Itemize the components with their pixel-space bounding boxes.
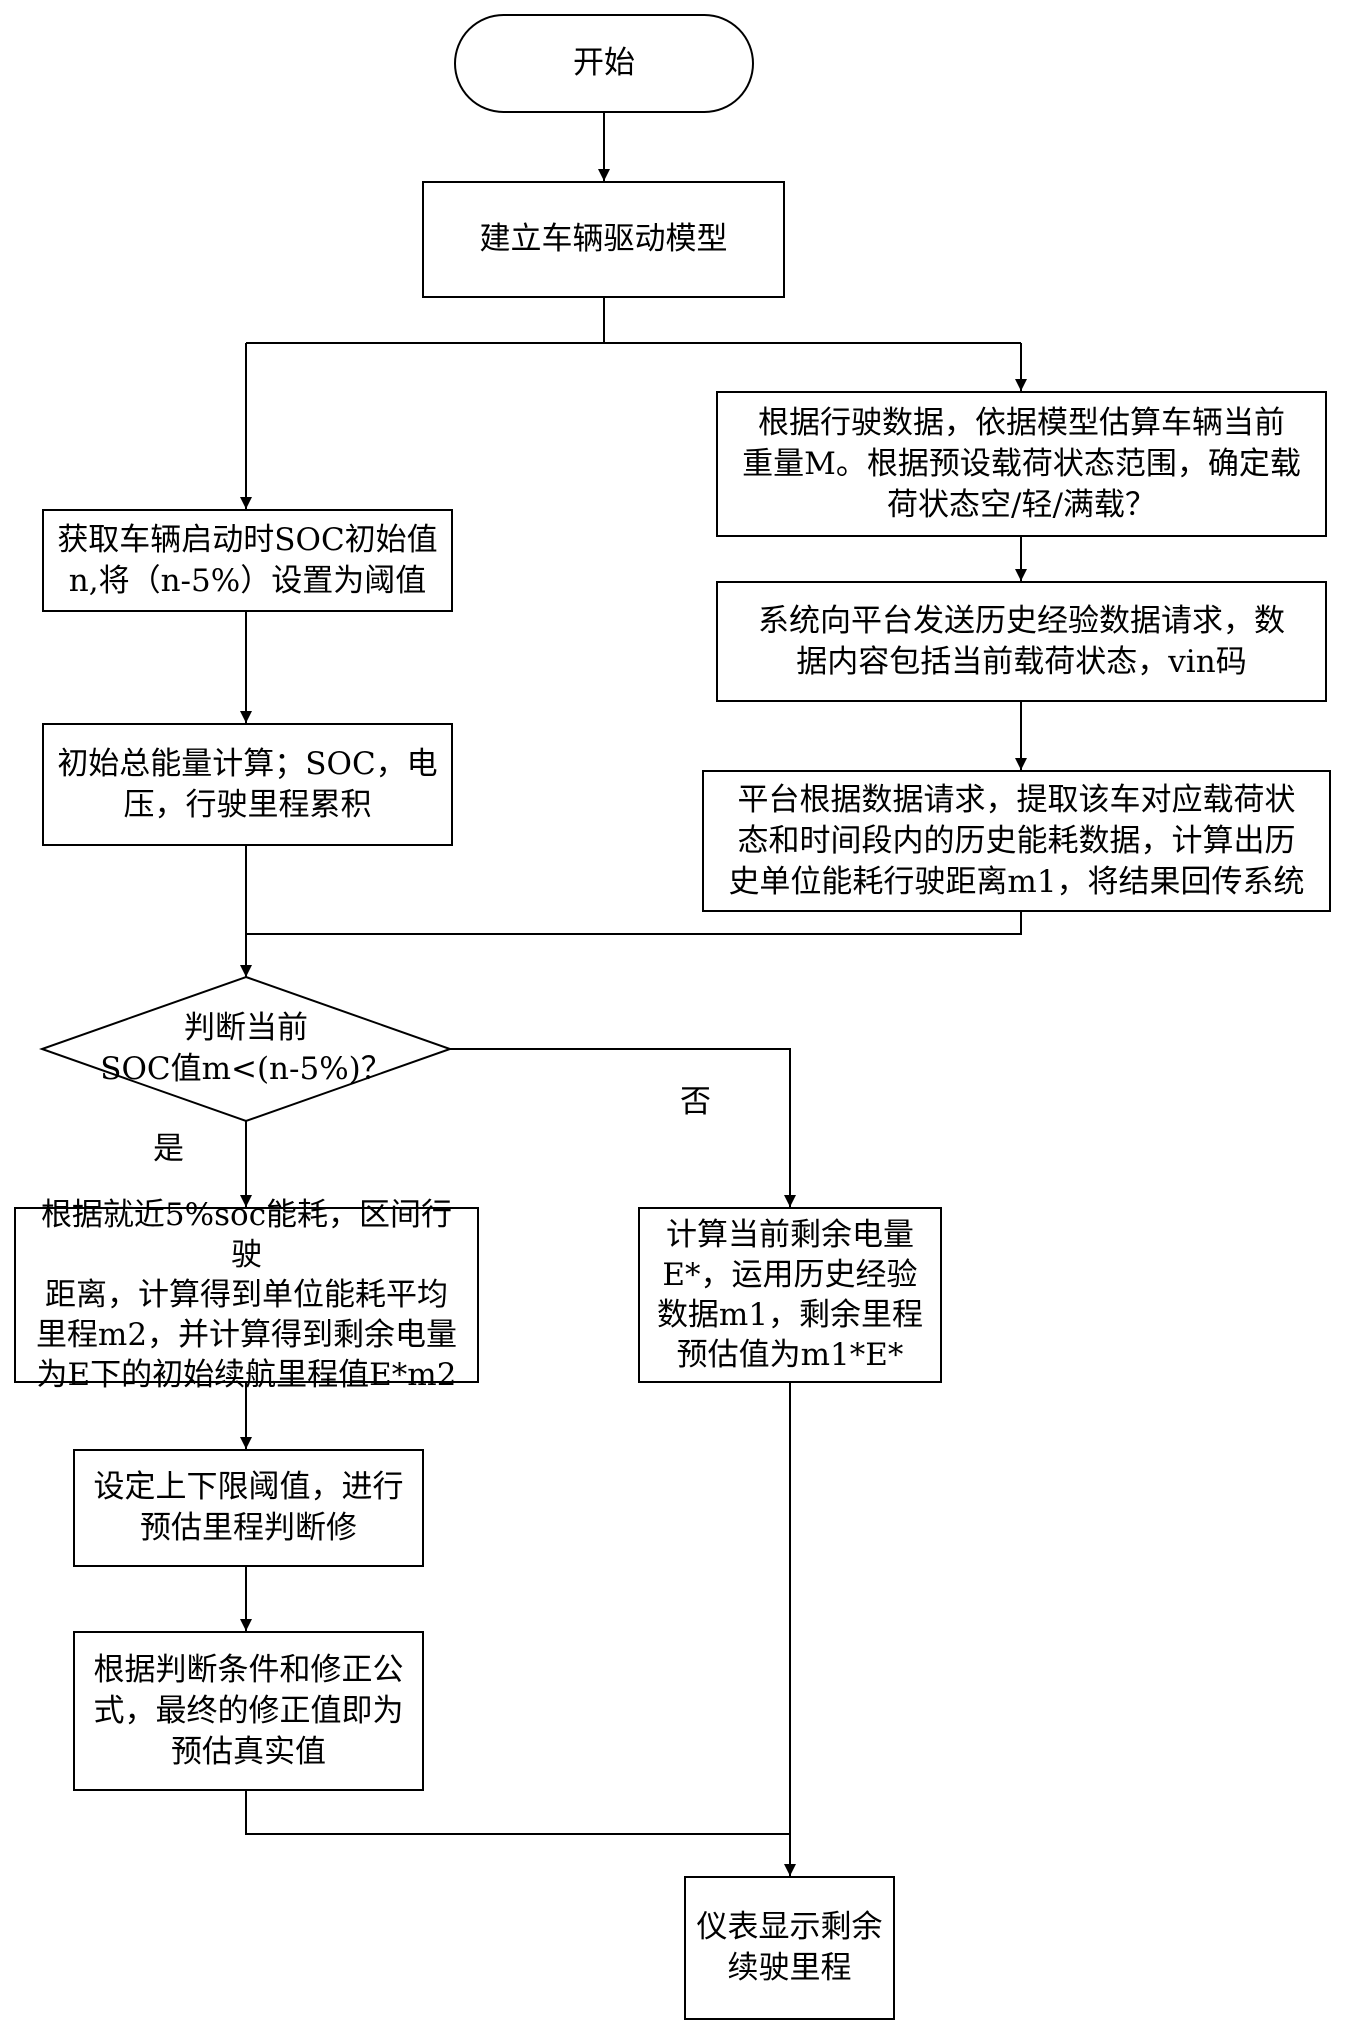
text-line: 初始总能量计算；SOC，电: [57, 745, 438, 782]
text-line: 仪表显示剩余: [696, 1909, 883, 1945]
text-line: 根据行驶数据，依据模型估算车辆当前: [758, 404, 1285, 441]
text-line: 为E下的初始续航里程值E*m2: [36, 1357, 457, 1393]
text-line: 式，最终的修正值即为: [93, 1692, 404, 1729]
text-line: 设定上下限阈值，进行: [93, 1469, 404, 1505]
text-line: 获取车辆启动时SOC初始值: [57, 521, 438, 558]
text-line: 续驶里程: [727, 1950, 852, 1986]
text-line: 距离，计算得到单位能耗平均: [45, 1277, 448, 1313]
history-estimate-box: 计算当前剩余电量 E*，运用历史经验 数据m1，剩余里程 预估值为m1*E*: [638, 1207, 942, 1383]
recent-consumption-box: 根据就近5%soc能耗，区间行驶 距离，计算得到单位能耗平均 里程m2，并计算得…: [14, 1197, 479, 1393]
decision-diamond: [38, 975, 454, 1123]
text-line: 计算当前剩余电量: [666, 1217, 914, 1253]
text-line: SOC值m<(n-5%)？: [100, 1051, 392, 1087]
start-label: 开始: [573, 45, 635, 81]
text-line: 根据就近5%soc能耗，区间行驶: [40, 1197, 453, 1273]
text-line: 平台根据数据请求，提取该车对应载荷状: [737, 781, 1296, 818]
start-terminal: 开始: [454, 14, 754, 113]
text-line: 根据判断条件和修正公: [93, 1651, 404, 1688]
text-line: 压，行驶里程累积: [123, 786, 372, 823]
merge-to-display: [245, 1383, 790, 1876]
text-line: 荷状态空/轻/满载？: [887, 486, 1156, 523]
text-line: 预估值为m1*E*: [676, 1337, 904, 1373]
text-line: 数据m1，剩余里程: [656, 1297, 924, 1333]
send-request-box: 系统向平台发送历史经验数据请求，数 据内容包括当前载荷状态，vin码: [716, 581, 1327, 702]
arrow-no: [450, 1048, 796, 1207]
text-line: 态和时间段内的历史能耗数据，计算出历: [737, 822, 1296, 859]
text-line: 据内容包括当前载荷状态，vin码: [796, 643, 1247, 680]
text-line: 判断当前: [184, 1010, 308, 1046]
display-box: 仪表显示剩余 续驶里程: [684, 1876, 895, 2020]
platform-compute-box: 平台根据数据请求，提取该车对应载荷状 态和时间段内的历史能耗数据，计算出历 史单…: [702, 770, 1331, 912]
text-line: n,将（n-5%）设置为阈值: [68, 562, 427, 599]
set-limits-box: 设定上下限阈值，进行 预估里程判断修: [73, 1449, 424, 1567]
text-line: E*，运用历史经验: [662, 1257, 918, 1293]
text-line: 系统向平台发送历史经验数据请求，数: [758, 602, 1285, 639]
final-correction-box: 根据判断条件和修正公 式，最终的修正值即为 预估真实值: [73, 1631, 424, 1791]
text-line: 里程m2，并计算得到剩余电量: [35, 1317, 458, 1353]
yes-label: 是: [153, 1131, 184, 1167]
no-label: 否: [680, 1084, 711, 1120]
text-line: 预估里程判断修: [140, 1510, 357, 1546]
decision-label: 判断当前 SOC值m<(n-5%)？: [92, 1005, 400, 1093]
merge-line: [245, 846, 1022, 935]
build-model-label: 建立车辆驱动模型: [479, 221, 728, 257]
initial-energy-box: 初始总能量计算；SOC，电 压，行驶里程累积: [42, 723, 453, 846]
text-line: 重量M。根据预设载荷状态范围，确定载: [742, 445, 1301, 482]
text-line: 史单位能耗行驶距离m1，将结果回传系统: [728, 863, 1305, 900]
build-model-box: 建立车辆驱动模型: [422, 181, 785, 298]
text-line: 预估真实值: [171, 1733, 326, 1770]
estimate-weight-box: 根据行驶数据，依据模型估算车辆当前 重量M。根据预设载荷状态范围，确定载 荷状态…: [716, 391, 1327, 537]
split-line: [246, 298, 1021, 344]
get-soc-box: 获取车辆启动时SOC初始值 n,将（n-5%）设置为阈值: [42, 509, 453, 612]
